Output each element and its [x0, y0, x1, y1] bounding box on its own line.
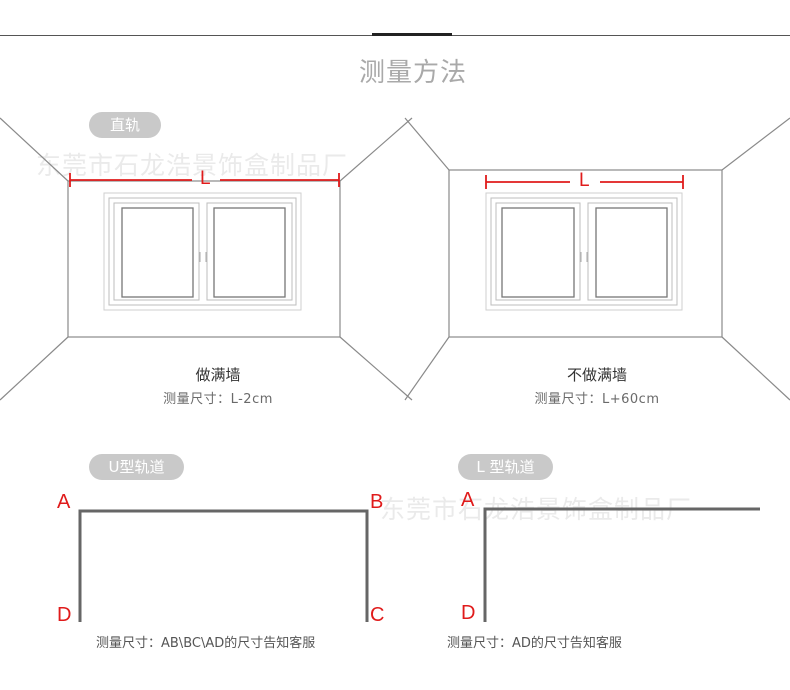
l-point-a: A	[461, 489, 475, 511]
caption-full-wall-measure: 测量尺寸：L-2cm	[163, 392, 273, 407]
u-rail-note: 测量尺寸：AB\BC\AD的尺寸告知客服	[96, 636, 316, 651]
perspective-line	[0, 336, 69, 401]
u-rail-pill: U型轨道	[89, 454, 184, 480]
watermark-top: 东莞市石龙浩景饰盒制品厂	[36, 151, 349, 180]
back-wall	[67, 180, 341, 338]
u-point-d: D	[57, 604, 72, 626]
room-partial-wall	[404, 117, 790, 401]
perspective-line	[339, 336, 413, 401]
page-title: 测量方法	[358, 58, 467, 88]
caption-partial-wall-measure: 测量尺寸：L+60cm	[534, 392, 660, 407]
straight-rail-pill: 直轨	[89, 112, 161, 138]
perspective-line	[721, 336, 790, 401]
top-divider-accent	[372, 33, 452, 36]
u-rail-shape	[78, 509, 369, 622]
caption-full-wall: 做满墙 测量尺寸：L-2cm	[118, 364, 318, 407]
length-label-partial: L	[579, 170, 590, 191]
length-marker-full	[69, 173, 340, 187]
l-point-d: D	[461, 602, 476, 624]
l-rail-shape	[483, 507, 760, 622]
caption-partial-wall-title: 不做满墙	[566, 366, 627, 384]
perspective-line	[0, 117, 69, 182]
window-full-wall	[103, 192, 302, 311]
perspective-line	[721, 117, 790, 171]
caption-partial-wall: 不做满墙 测量尺寸：L+60cm	[497, 364, 697, 407]
room-full-wall	[0, 117, 413, 401]
u-point-b: B	[370, 491, 384, 513]
perspective-line	[404, 117, 450, 171]
u-point-c: C	[370, 604, 385, 626]
length-label-full: L	[200, 168, 211, 189]
back-wall	[448, 169, 723, 338]
perspective-line	[404, 336, 450, 401]
length-marker-partial	[485, 175, 684, 189]
window-partial-wall	[485, 192, 683, 311]
perspective-line	[339, 117, 413, 182]
u-point-a: A	[57, 491, 71, 513]
l-rail-pill: L 型轨道	[458, 454, 553, 480]
l-rail-note: 测量尺寸：AD的尺寸告知客服	[447, 636, 622, 651]
caption-full-wall-title: 做满墙	[195, 366, 241, 384]
